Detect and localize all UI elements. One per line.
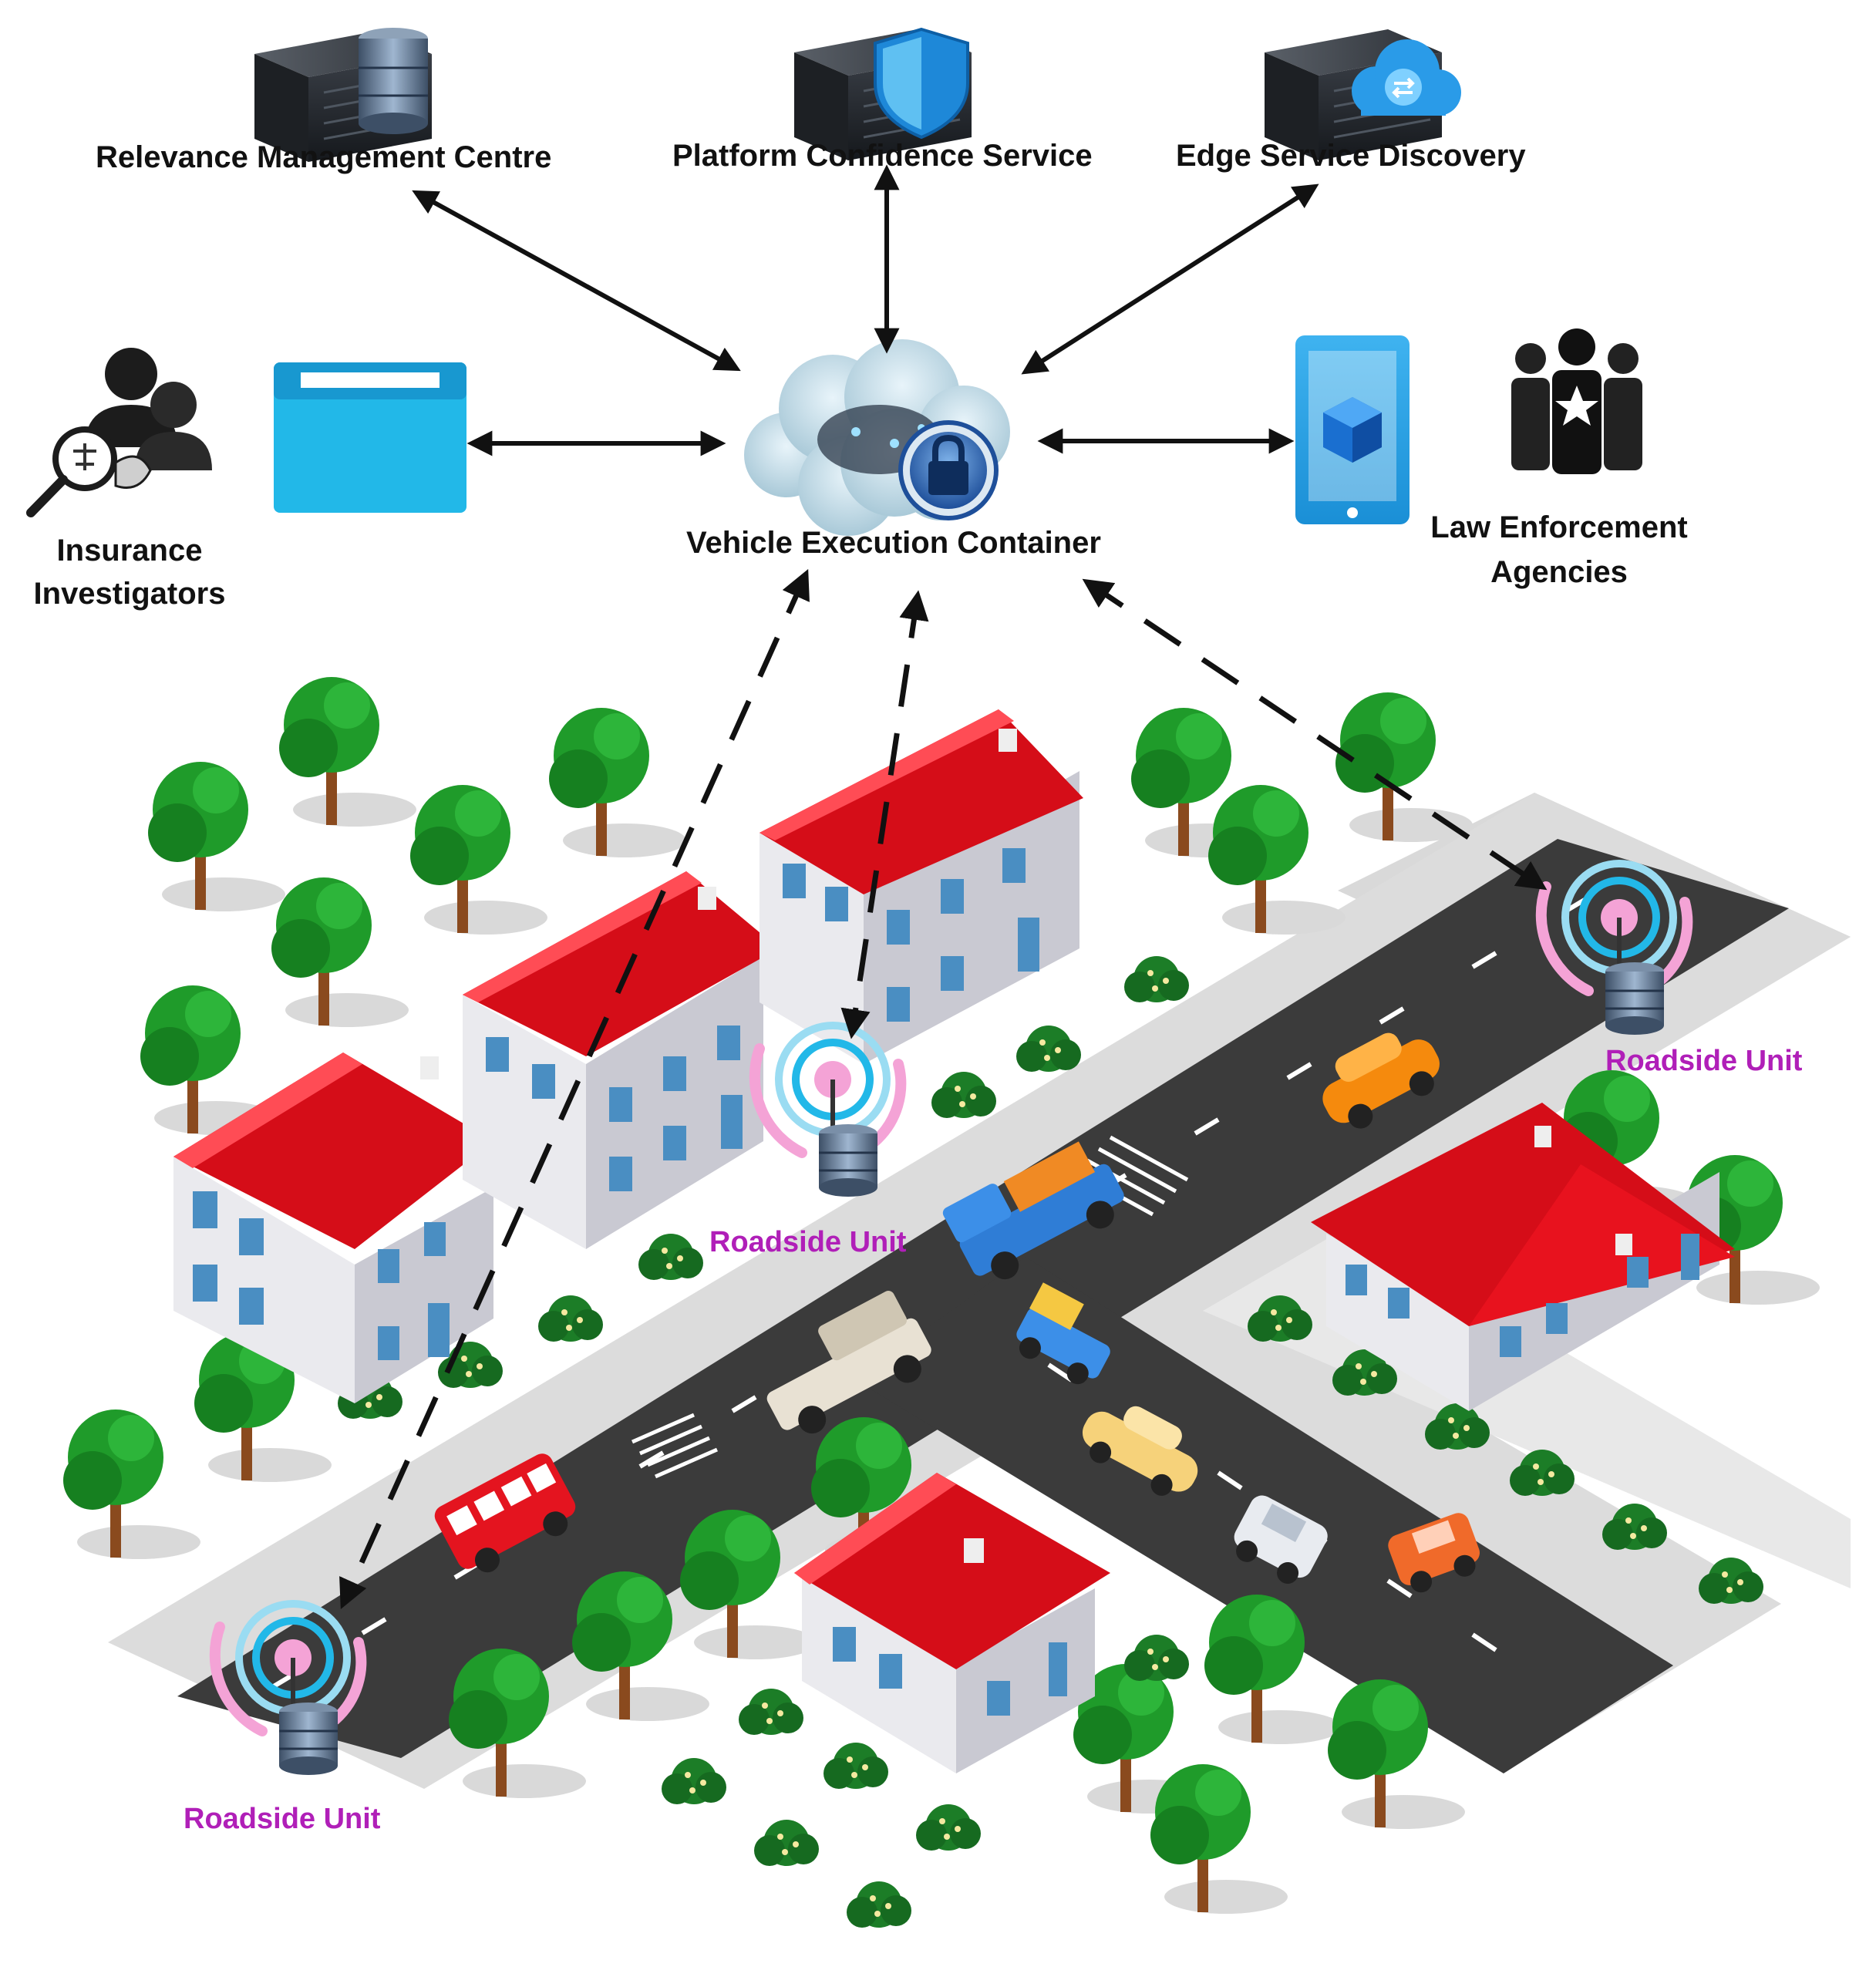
arrow-relevance-container [412,190,741,372]
discovery-label: Edge Service Discovery [1176,139,1526,173]
cloud-lock-icon [744,339,1010,536]
investigators-icon [26,348,212,517]
van-white [1234,1495,1328,1584]
house-back [759,709,1083,1064]
relevance-label: Relevance Management Centre [96,140,552,174]
house-front [794,1473,1110,1773]
house-right [1311,1103,1735,1411]
insurance-label-line2: Investigators [33,577,226,611]
server-shield-icon [794,27,972,160]
car-orange [1322,1032,1440,1129]
server-cloud-icon [1265,29,1461,160]
container-label: Vehicle Execution Container [686,526,1101,560]
van-orange [1388,1513,1480,1593]
server-database-icon [254,28,432,162]
roadside-unit-label-left: Roadside Unit [184,1803,381,1835]
tablet-cube-icon [1295,335,1410,524]
confidence-label: Platform Confidence Service [672,139,1093,173]
arrow-discovery-container [1021,184,1319,375]
roadside-unit-middle [755,1026,901,1197]
law-label-line1: Law Enforcement [1430,510,1688,544]
browser-window-icon [274,362,466,513]
dashed-arrow-left-rsu [339,568,810,1610]
truck-blue [942,1141,1124,1280]
dashed-arrow-middle-rsu [840,590,929,1039]
car-yellow [1082,1406,1198,1496]
roadside-unit-label-right: Roadside Unit [1605,1045,1803,1077]
law-label-line2: Agencies [1490,555,1628,589]
dashed-arrow-right-rsu [1082,578,1548,891]
truck-small-blue [1016,1282,1110,1385]
roadside-unit-label-middle: Roadside Unit [709,1226,907,1258]
connection-arrows [412,164,1319,456]
insurance-label-line1: Insurance [56,534,203,568]
dashed-arrows [339,568,1548,1610]
officers-icon [1511,328,1642,474]
